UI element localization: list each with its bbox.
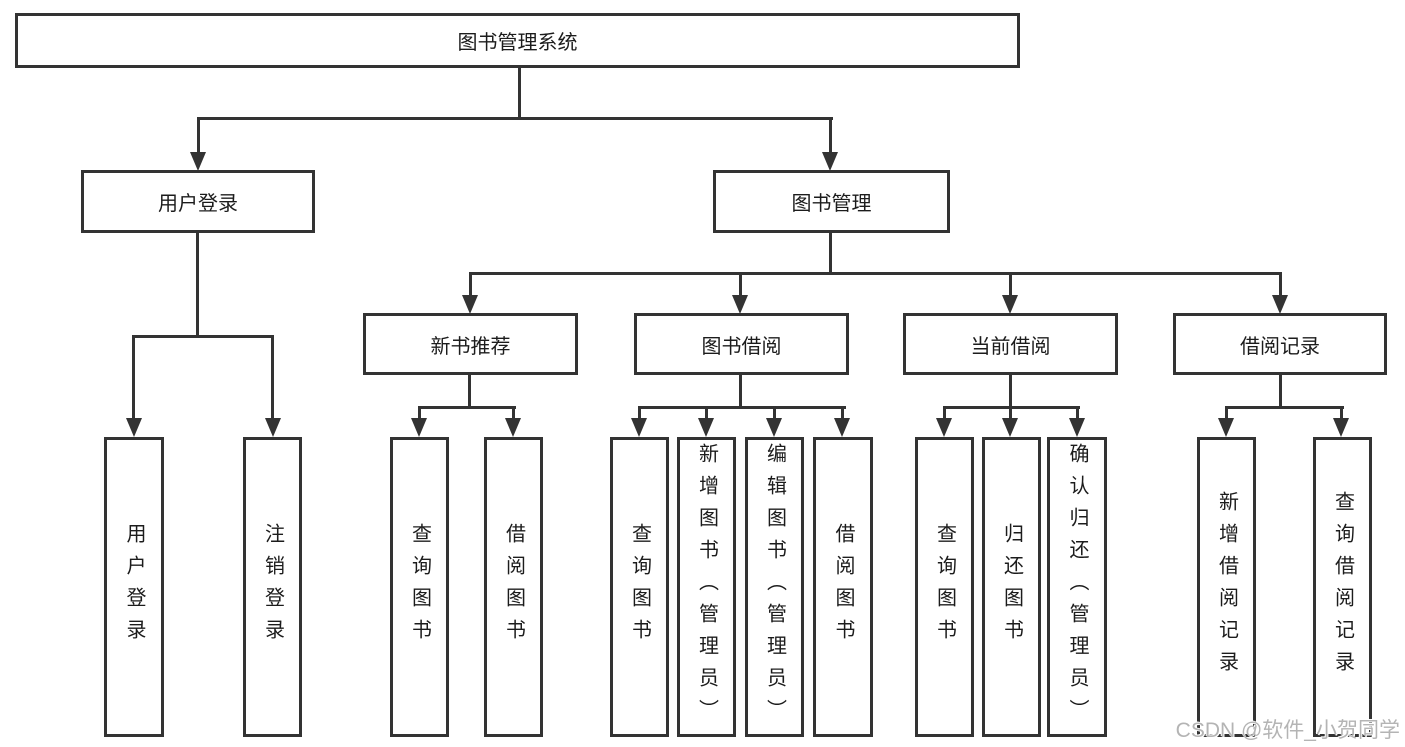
connector-line — [829, 233, 832, 274]
connector-line — [705, 409, 708, 421]
leaf-borrow-edit-books-admin-label: 编辑图书（管理员） — [763, 443, 786, 731]
connector-line — [943, 409, 946, 421]
leaf-current-return-books: 归还图书 — [982, 437, 1041, 737]
connector-line — [841, 409, 844, 421]
node-root: 图书管理系统 — [15, 13, 1020, 68]
connector-line — [1225, 409, 1228, 421]
arrow-down-icon — [190, 152, 206, 171]
leaf-borrow-borrow-books: 借阅图书 — [813, 437, 873, 737]
connector-line — [943, 406, 1080, 409]
connector-line — [418, 406, 516, 409]
leaf-borrow-query-books: 查询图书 — [610, 437, 669, 737]
leaf-records-add-record: 新增借阅记录 — [1197, 437, 1256, 737]
connector-line — [197, 120, 200, 154]
leaf-current-query-books-label: 查询图书 — [933, 523, 956, 651]
connector-line — [512, 409, 515, 421]
connector-line — [418, 409, 421, 421]
arrow-down-icon — [834, 418, 850, 437]
connector-line — [132, 338, 135, 419]
connector-line — [469, 275, 472, 296]
node-user-login-label: 用户登录 — [158, 193, 238, 215]
leaf-borrow-borrow-books-label: 借阅图书 — [832, 523, 854, 651]
connector-line — [196, 233, 199, 337]
csdn-watermark: CSDN @软件_小贺同学 — [1175, 719, 1400, 742]
arrow-down-icon — [766, 418, 782, 437]
connector-line — [829, 120, 832, 154]
node-root-label: 图书管理系统 — [457, 32, 578, 54]
node-borrow-records-label: 借阅记录 — [1240, 335, 1320, 358]
leaf-current-return-books-label: 归还图书 — [1000, 523, 1023, 651]
leaf-newrec-query-books-label: 查询图书 — [408, 523, 431, 651]
node-new-book-recommend-label: 新书推荐 — [430, 335, 511, 358]
node-book-borrow-label: 图书借阅 — [701, 335, 782, 358]
arrow-down-icon — [1333, 418, 1349, 437]
arrow-down-icon — [1218, 418, 1234, 437]
leaf-current-query-books: 查询图书 — [915, 437, 974, 737]
node-user-login: 用户登录 — [81, 170, 315, 233]
arrow-down-icon — [126, 418, 142, 437]
leaf-logout-label: 注销登录 — [261, 523, 284, 651]
connector-line — [1279, 275, 1282, 296]
node-current-borrow-label: 当前借阅 — [970, 335, 1051, 358]
node-book-borrow: 图书借阅 — [634, 313, 849, 375]
node-book-management: 图书管理 — [713, 170, 950, 233]
leaf-borrow-add-books-admin-label: 新增图书（管理员） — [695, 443, 718, 731]
connector-line — [739, 275, 742, 296]
node-current-borrow: 当前借阅 — [903, 313, 1118, 375]
connector-line — [1009, 275, 1012, 296]
connector-line — [1076, 409, 1079, 421]
connector-line — [197, 117, 833, 120]
leaf-borrow-edit-books-admin: 编辑图书（管理员） — [745, 437, 804, 737]
leaf-logout: 注销登录 — [243, 437, 302, 737]
node-new-book-recommend: 新书推荐 — [363, 313, 578, 375]
leaf-newrec-borrow-books: 借阅图书 — [484, 437, 543, 737]
connector-line — [638, 406, 846, 409]
connector-line — [271, 338, 274, 419]
arrow-down-icon — [462, 295, 478, 314]
connector-line — [468, 375, 471, 409]
leaf-newrec-query-books: 查询图书 — [390, 437, 449, 737]
leaf-borrow-query-books-label: 查询图书 — [628, 523, 651, 651]
node-borrow-records: 借阅记录 — [1173, 313, 1387, 375]
arrow-down-icon — [822, 152, 838, 171]
connector-line — [1009, 409, 1012, 421]
arrow-down-icon — [1272, 295, 1288, 314]
node-book-management-label: 图书管理 — [791, 193, 872, 215]
arrow-down-icon — [936, 418, 952, 437]
connector-line — [1340, 409, 1343, 421]
leaf-records-add-record-label: 新增借阅记录 — [1215, 491, 1238, 683]
connector-line — [1009, 375, 1012, 409]
connector-line — [132, 335, 274, 338]
arrow-down-icon — [411, 418, 427, 437]
arrow-down-icon — [732, 295, 748, 314]
arrow-down-icon — [1069, 418, 1085, 437]
arrow-down-icon — [1002, 418, 1018, 437]
connector-line — [1225, 406, 1344, 409]
leaf-records-query-record-label: 查询借阅记录 — [1331, 491, 1354, 683]
leaf-newrec-borrow-books-label: 借阅图书 — [502, 523, 525, 651]
leaf-current-confirm-return-admin: 确认归还（管理员） — [1047, 437, 1107, 737]
connector-line — [638, 409, 641, 421]
leaf-records-query-record: 查询借阅记录 — [1313, 437, 1372, 737]
arrow-down-icon — [505, 418, 521, 437]
leaf-user-login-label: 用户登录 — [123, 523, 145, 651]
leaf-borrow-add-books-admin: 新增图书（管理员） — [677, 437, 736, 737]
connector-line — [1279, 375, 1282, 409]
arrow-down-icon — [265, 418, 281, 437]
arrow-down-icon — [1002, 295, 1018, 314]
connector-line — [773, 409, 776, 421]
arrow-down-icon — [698, 418, 714, 437]
connector-line — [469, 272, 1282, 275]
leaf-user-login: 用户登录 — [104, 437, 164, 737]
arrow-down-icon — [631, 418, 647, 437]
connector-line — [739, 375, 742, 409]
connector-line — [518, 68, 521, 118]
leaf-current-confirm-return-admin-label: 确认归还（管理员） — [1066, 443, 1088, 731]
